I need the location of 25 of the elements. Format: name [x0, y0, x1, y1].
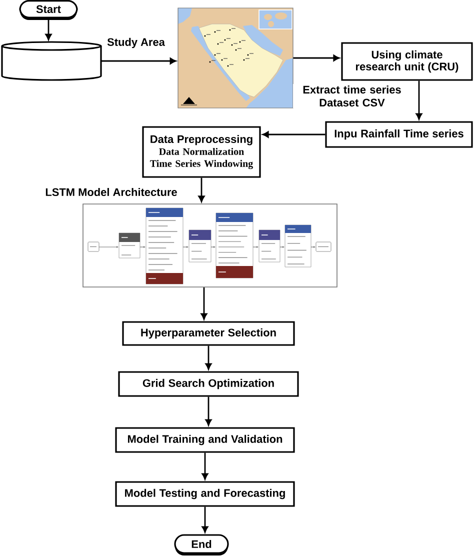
process-box: Model Testing and Forecasting [115, 481, 295, 507]
process-box: Using climate research unit (CRU) [341, 42, 473, 81]
arrow [200, 287, 208, 320]
edge-label: Study Area [106, 36, 166, 50]
edge-label: Extract time series Dataset CSV [293, 84, 411, 108]
arrow [293, 54, 340, 62]
terminal-oval: End [174, 534, 229, 556]
process-box: Data Preprocessing Data Normalization Time Series Windowing [142, 126, 261, 178]
arrow [202, 452, 208, 480]
arrow [198, 178, 205, 202]
arrow [416, 80, 422, 120]
database-cylinder [1, 41, 102, 81]
terminal-oval: Start [19, 0, 78, 20]
process-box: Model Training and Validation [115, 427, 295, 453]
arrow [262, 131, 326, 138]
arrow [202, 506, 208, 533]
arrow [205, 396, 212, 426]
process-box: Hyperparameter Selection [122, 321, 295, 346]
process-box: Grid Search Optimization [118, 371, 299, 397]
arrow [205, 346, 212, 370]
arrow [45, 18, 52, 40]
map-drawing [178, 8, 294, 108]
panel-heading: LSTM Model Architecture [46, 188, 177, 196]
process-box: Inpu Rainfall Time series [325, 121, 473, 148]
arrow [101, 58, 176, 64]
